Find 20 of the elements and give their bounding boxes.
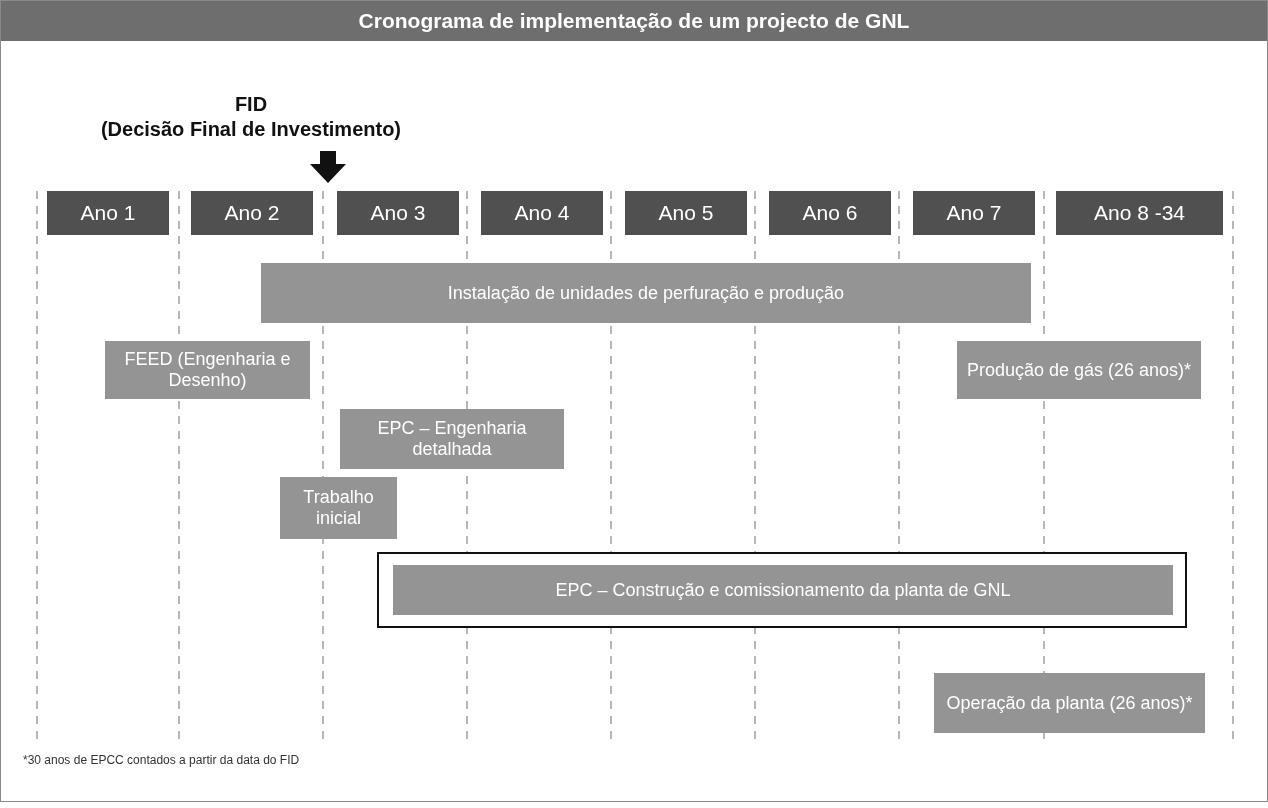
- task-bar: EPC – Engenharia detalhada: [340, 409, 564, 469]
- year-box: Ano 2: [191, 191, 313, 235]
- milestone-label: (Decisão Final de Investimento): [100, 117, 402, 142]
- year-box: Ano 6: [769, 191, 891, 235]
- task-bar: Trabalho inicial: [280, 477, 397, 539]
- highlight-frame: [377, 552, 1187, 628]
- task-bar: Produção de gás (26 anos)*: [957, 341, 1201, 399]
- year-box: Ano 1: [47, 191, 169, 235]
- task-bar: FEED (Engenharia e Desenho): [105, 341, 310, 399]
- year-box: Ano 5: [625, 191, 747, 235]
- task-bar: Operação da planta (26 anos)*: [934, 673, 1205, 733]
- task-bar: Instalação de unidades de perfuração e produção: [261, 263, 1031, 323]
- footnote: *30 anos de EPCC contados a partir da data do FID: [23, 753, 300, 767]
- year-box: Ano 8 -34: [1056, 191, 1223, 235]
- year-box: Ano 4: [481, 191, 603, 235]
- task-bar: EPC – Construção e comissionamento da planta de GNL: [393, 565, 1173, 615]
- year-box: Ano 7: [913, 191, 1035, 235]
- title-bar: Cronograma de implementação de um projecto de GNL: [1, 1, 1267, 41]
- year-box: Ano 3: [337, 191, 459, 235]
- milestone-label: FID: [234, 92, 268, 117]
